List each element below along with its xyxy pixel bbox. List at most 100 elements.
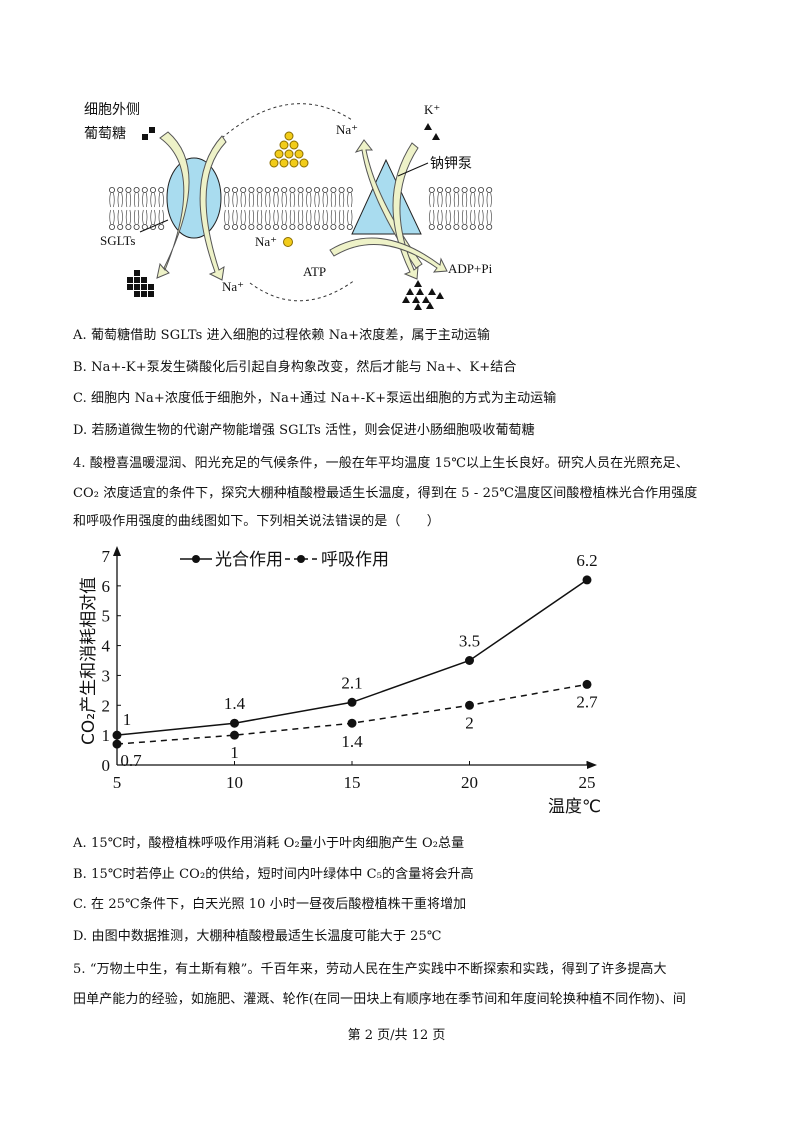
lipid-tail (134, 192, 140, 225)
lipid-tail (486, 192, 492, 225)
potassium-ion (432, 133, 440, 140)
lipid-head (272, 186, 279, 193)
sodium-ion (289, 140, 299, 150)
sodium-ion (299, 158, 309, 168)
y-tick-label: 6 (102, 577, 111, 596)
lipid-head (445, 186, 452, 193)
lipid-head (133, 186, 140, 193)
sodium-ion (269, 158, 279, 168)
glucose-molecules-inside (127, 270, 154, 297)
pump-label: 钠钾泵 (430, 156, 472, 172)
lipid-head (428, 186, 435, 193)
lipid-head (264, 223, 271, 230)
y-tick-label: 2 (102, 696, 111, 715)
lipid-head (240, 223, 247, 230)
photosynthesis-point (465, 656, 474, 665)
lipid-head (231, 223, 238, 230)
lipid-head (141, 186, 148, 193)
potassium-ion (426, 302, 434, 309)
lipid-head (469, 223, 476, 230)
sodium-ion (284, 149, 294, 159)
photosynthesis-line (116, 579, 588, 736)
na-label-inside-sglt: Na⁺ (222, 279, 244, 294)
potassium-ion (428, 288, 436, 295)
lipid-head (125, 186, 132, 193)
lipid-tail (158, 192, 164, 225)
lipid-tail (289, 192, 295, 225)
photosynthesis-point (112, 730, 122, 740)
lipid-head (461, 223, 468, 230)
k-label: K⁺ (424, 102, 440, 117)
respiration-line (116, 683, 588, 745)
potassium-ion (412, 296, 420, 303)
y-axis-arrow (113, 546, 121, 556)
potassium-ions-inside (402, 280, 444, 310)
lipid-head (453, 186, 460, 193)
lipid-tail (248, 192, 254, 225)
lipid-head (281, 186, 288, 193)
lipid-head (338, 186, 345, 193)
lipid-tail (478, 192, 484, 225)
phospholipid-bilayer (109, 186, 493, 230)
potassium-ion (414, 280, 422, 287)
lipid-tail (257, 192, 263, 225)
sodium-potassium-pump (351, 158, 422, 235)
atp-label: ATP (303, 264, 326, 279)
lipid-head (436, 186, 443, 193)
y-tick-label: 7 (102, 547, 111, 566)
respiration-point (112, 739, 122, 749)
y-tick-label: 0 (102, 756, 111, 775)
glucose-label: 葡萄糖 (84, 126, 126, 142)
q4-stem-line-3: 和呼吸作用强度的曲线图如下。下列相关说法错误的是（ ） (73, 514, 440, 529)
lipid-head (428, 223, 435, 230)
glucose-square (148, 291, 154, 297)
lipid-tail (322, 192, 328, 225)
lipid-head (289, 223, 296, 230)
sodium-ion (284, 131, 294, 141)
lipid-head (256, 223, 263, 230)
membrane-transport-diagram: 细胞外侧 葡萄糖 SGLTs Na⁺ Na⁺ Na⁺ K⁺ 钠钾泵 ATP AD… (84, 102, 493, 310)
lipid-head (477, 186, 484, 193)
na-label-outside: Na⁺ (336, 122, 358, 137)
lipid-tail (330, 192, 336, 225)
y-tick-label: 4 (102, 637, 111, 656)
y-tick-label: 3 (102, 666, 111, 685)
sodium-ion (279, 140, 289, 150)
x-tick-label: 15 (344, 773, 361, 792)
lipid-tail (125, 192, 131, 225)
lipid-head (477, 223, 484, 230)
glucose-square (134, 277, 140, 283)
lipid-tail (273, 192, 279, 225)
adp-label: ADP+Pi (448, 261, 493, 276)
lipid-tail (429, 192, 435, 225)
lipid-head (149, 186, 156, 193)
q3-option-c: C. 细胞内 Na+浓度低于细胞外，Na+通过 Na+-K+泵运出细胞的方式为主… (73, 391, 557, 406)
na-label-inside: Na⁺ (255, 234, 277, 249)
lipid-head (313, 223, 320, 230)
x-axis-label: 温度℃ (548, 797, 601, 817)
data-label: 6.2 (576, 551, 597, 570)
lipid-tail (298, 192, 304, 225)
glucose-square (127, 277, 133, 283)
lipid-tail (142, 192, 148, 225)
q4-stem-line-2: CO₂ 浓度适宜的条件下，探究大棚种植酸橙最适生长温度，得到在 5 - 25℃温… (73, 486, 698, 501)
lipid-tail (347, 192, 353, 225)
sodium-ion (294, 149, 304, 159)
lipid-head (125, 223, 132, 230)
y-tick-label: 5 (102, 607, 111, 626)
sodium-in-arrow (199, 135, 227, 281)
lipid-head (305, 186, 312, 193)
lipid-head (117, 186, 124, 193)
data-label: 0.7 (120, 751, 142, 770)
lipid-head (469, 186, 476, 193)
glucose-square (148, 284, 154, 290)
lipid-head (223, 223, 230, 230)
lipid-head (281, 223, 288, 230)
lipid-head (109, 223, 116, 230)
dashed-na-cycle-top (221, 103, 353, 139)
potassium-ion (424, 123, 432, 130)
legend-marker-respiration (297, 555, 305, 563)
glucose-square (127, 284, 133, 290)
lipid-tail (462, 192, 468, 225)
lipid-head (289, 186, 296, 193)
